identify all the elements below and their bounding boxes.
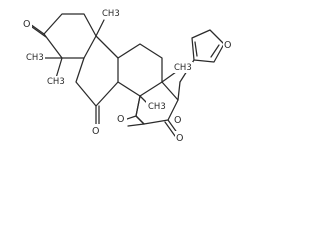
methyl-c13 (161, 71, 177, 83)
atom-labels: O O O O O O (21, 17, 234, 144)
methyl-label-c10: CH3 (102, 9, 120, 19)
furan-ring (179, 29, 225, 83)
methyl-label-c13: CH3 (174, 63, 192, 73)
structure-diagram: O O O O O O CH3 CH3 CH3 CH3 CH3 (21, 8, 234, 144)
molecule-drawing: O O O O O O CH3 CH3 CH3 CH3 CH3 (21, 8, 234, 144)
oxygen-label-epoxide: O (117, 114, 124, 125)
ring-a (29, 13, 97, 59)
methyl-labels: CH3 CH3 CH3 CH3 CH3 (24, 8, 193, 112)
oxygen-label-ketone-a: O (23, 19, 30, 30)
methyl-c10 (95, 19, 105, 37)
oxygen-label-ketone-b: O (92, 126, 99, 137)
gem-dimethyl (41, 57, 63, 79)
ring-d-lactone (135, 81, 181, 125)
ring-b (75, 35, 119, 125)
methyl-label-c8: CH3 (148, 102, 166, 112)
oxygen-label-lactone-ring: O (174, 115, 181, 126)
oxygen-label-furan: O (224, 40, 231, 51)
methyl-label-c4-b: CH3 (47, 77, 65, 87)
methyl-label-c4-a: CH3 (26, 53, 44, 63)
oxygen-label-lactone-carbonyl: O (176, 133, 183, 144)
